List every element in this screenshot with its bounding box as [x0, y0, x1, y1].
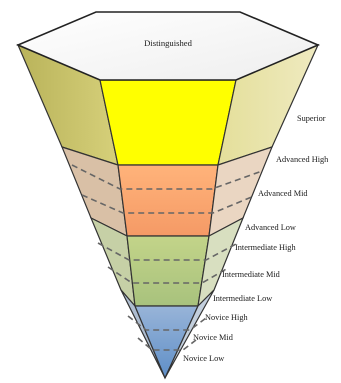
- level-label-intermediate-low: Intermediate Low: [213, 294, 272, 303]
- level-label-intermediate-high: Intermediate High: [235, 243, 296, 252]
- level-label-advanced-low: Advanced Low: [245, 223, 296, 232]
- advanced-front-face: [118, 165, 218, 236]
- superior-front-face: [100, 80, 236, 165]
- level-label-novice-high: Novice High: [205, 313, 248, 322]
- level-label-novice-low: Novice Low: [183, 354, 224, 363]
- level-label-novice-mid: Novice Mid: [193, 333, 234, 342]
- level-label-advanced-mid: Advanced Mid: [258, 189, 308, 198]
- intermediate-front-face: [127, 236, 209, 306]
- distinguished-label: Distinguished: [144, 38, 192, 48]
- level-label-superior: Superior: [297, 114, 326, 123]
- novice-front-face: [135, 306, 198, 378]
- level-label-intermediate-mid: Intermediate Mid: [222, 270, 281, 279]
- level-label-advanced-high: Advanced High: [276, 155, 329, 164]
